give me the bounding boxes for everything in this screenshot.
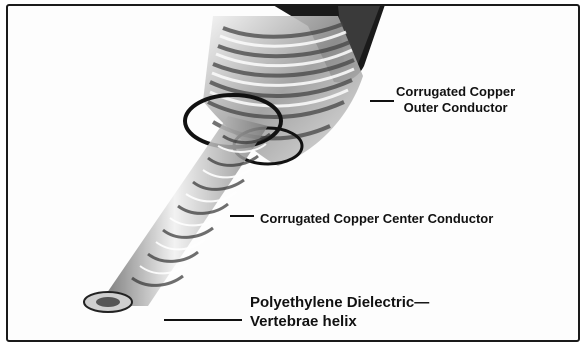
center-conductor-leader	[230, 215, 254, 217]
dielectric-label-line1: Polyethylene Dielectric—	[250, 294, 429, 313]
dielectric-leader	[164, 319, 242, 321]
figure-frame: Corrugated Copper Outer Conductor Corrug…	[6, 4, 580, 342]
outer-conductor-leader	[370, 100, 394, 102]
outer-conductor-label: Corrugated Copper Outer Conductor	[396, 84, 515, 117]
dielectric-label-line2: Vertebrae helix	[250, 313, 429, 332]
center-conductor-label: Corrugated Copper Center Conductor	[260, 211, 493, 227]
dielectric-label: Polyethylene Dielectric— Vertebrae helix	[250, 294, 429, 332]
coax-cable-illustration	[8, 6, 580, 342]
center-conductor-helix	[84, 116, 270, 312]
outer-conductor-label-line1: Corrugated Copper	[396, 84, 515, 100]
outer-conductor-label-line2: Outer Conductor	[396, 100, 515, 116]
